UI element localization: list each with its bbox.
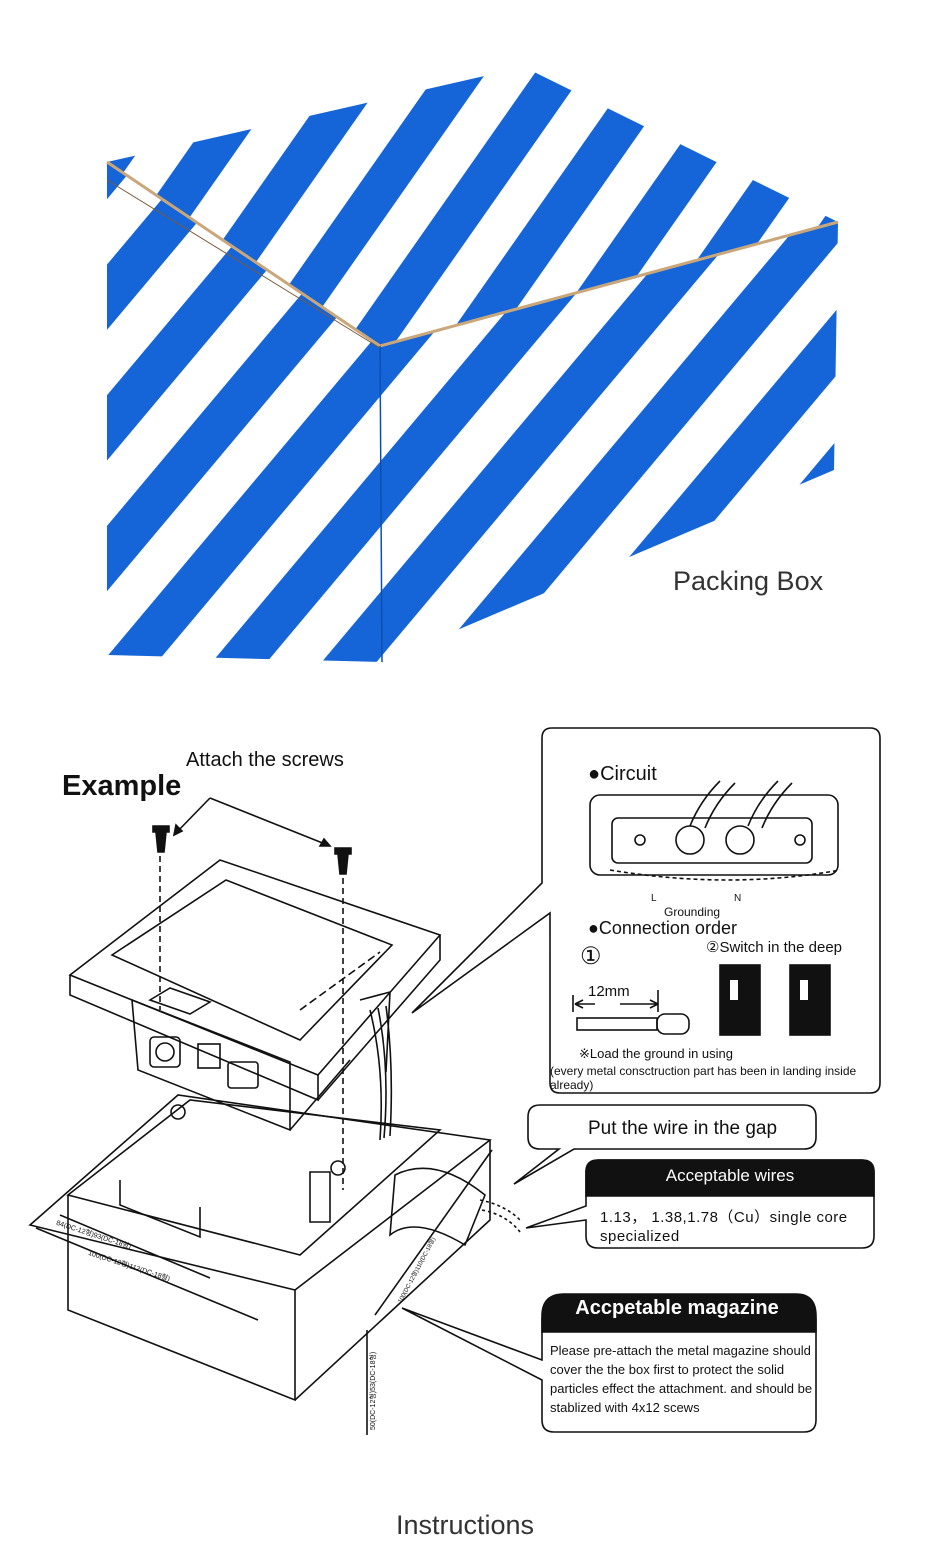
installation-diagram (28, 727, 881, 1435)
screw-icon (152, 825, 352, 875)
magazine-heading: Accpetable magazine (575, 1297, 779, 1319)
floor-box (28, 1094, 492, 1402)
put-wire-callout-bubble (513, 1104, 817, 1185)
magazine-text: Please pre-attach the metal magazine sho… (550, 1343, 813, 1415)
box-right-face (380, 222, 838, 662)
step-two-label: ②Switch in the deep (706, 939, 843, 956)
floor-socket (68, 859, 442, 1132)
grounding-label: Grounding (664, 905, 721, 919)
load-ground-note: ※Load the ground in using (579, 1046, 734, 1061)
metal-part-note: (every metal consctruction part has been… (550, 1064, 857, 1092)
live-terminal-label: L (651, 893, 657, 904)
example-title: Example (62, 770, 182, 802)
step-one-marker: ① (580, 943, 602, 970)
box-left-face (107, 162, 382, 662)
acceptable-wires-heading: Acceptable wires (665, 1166, 795, 1185)
packing-box-caption: Packing Box (673, 566, 824, 596)
strip-length-label: 12mm (588, 983, 630, 1000)
attach-screws-label: Attach the screws (186, 749, 344, 771)
put-wire-label: Put the wire in the gap (588, 1118, 778, 1139)
circuit-heading: ●Circuit (588, 763, 657, 785)
instructions-caption: Instructions (395, 1510, 535, 1540)
connection-order-heading: ●Connection order (588, 918, 737, 938)
acceptable-wires-text: 1.13， 1.38,1.78（Cu）single core specializ… (600, 1209, 848, 1245)
packing-box-image (106, 67, 839, 663)
neutral-terminal-label: N (734, 893, 742, 904)
box-top (107, 67, 838, 346)
circuit-callout-bubble (411, 727, 881, 1094)
dimension-50-label: 50(DC-12형)53(DC-18형) (370, 1351, 377, 1430)
